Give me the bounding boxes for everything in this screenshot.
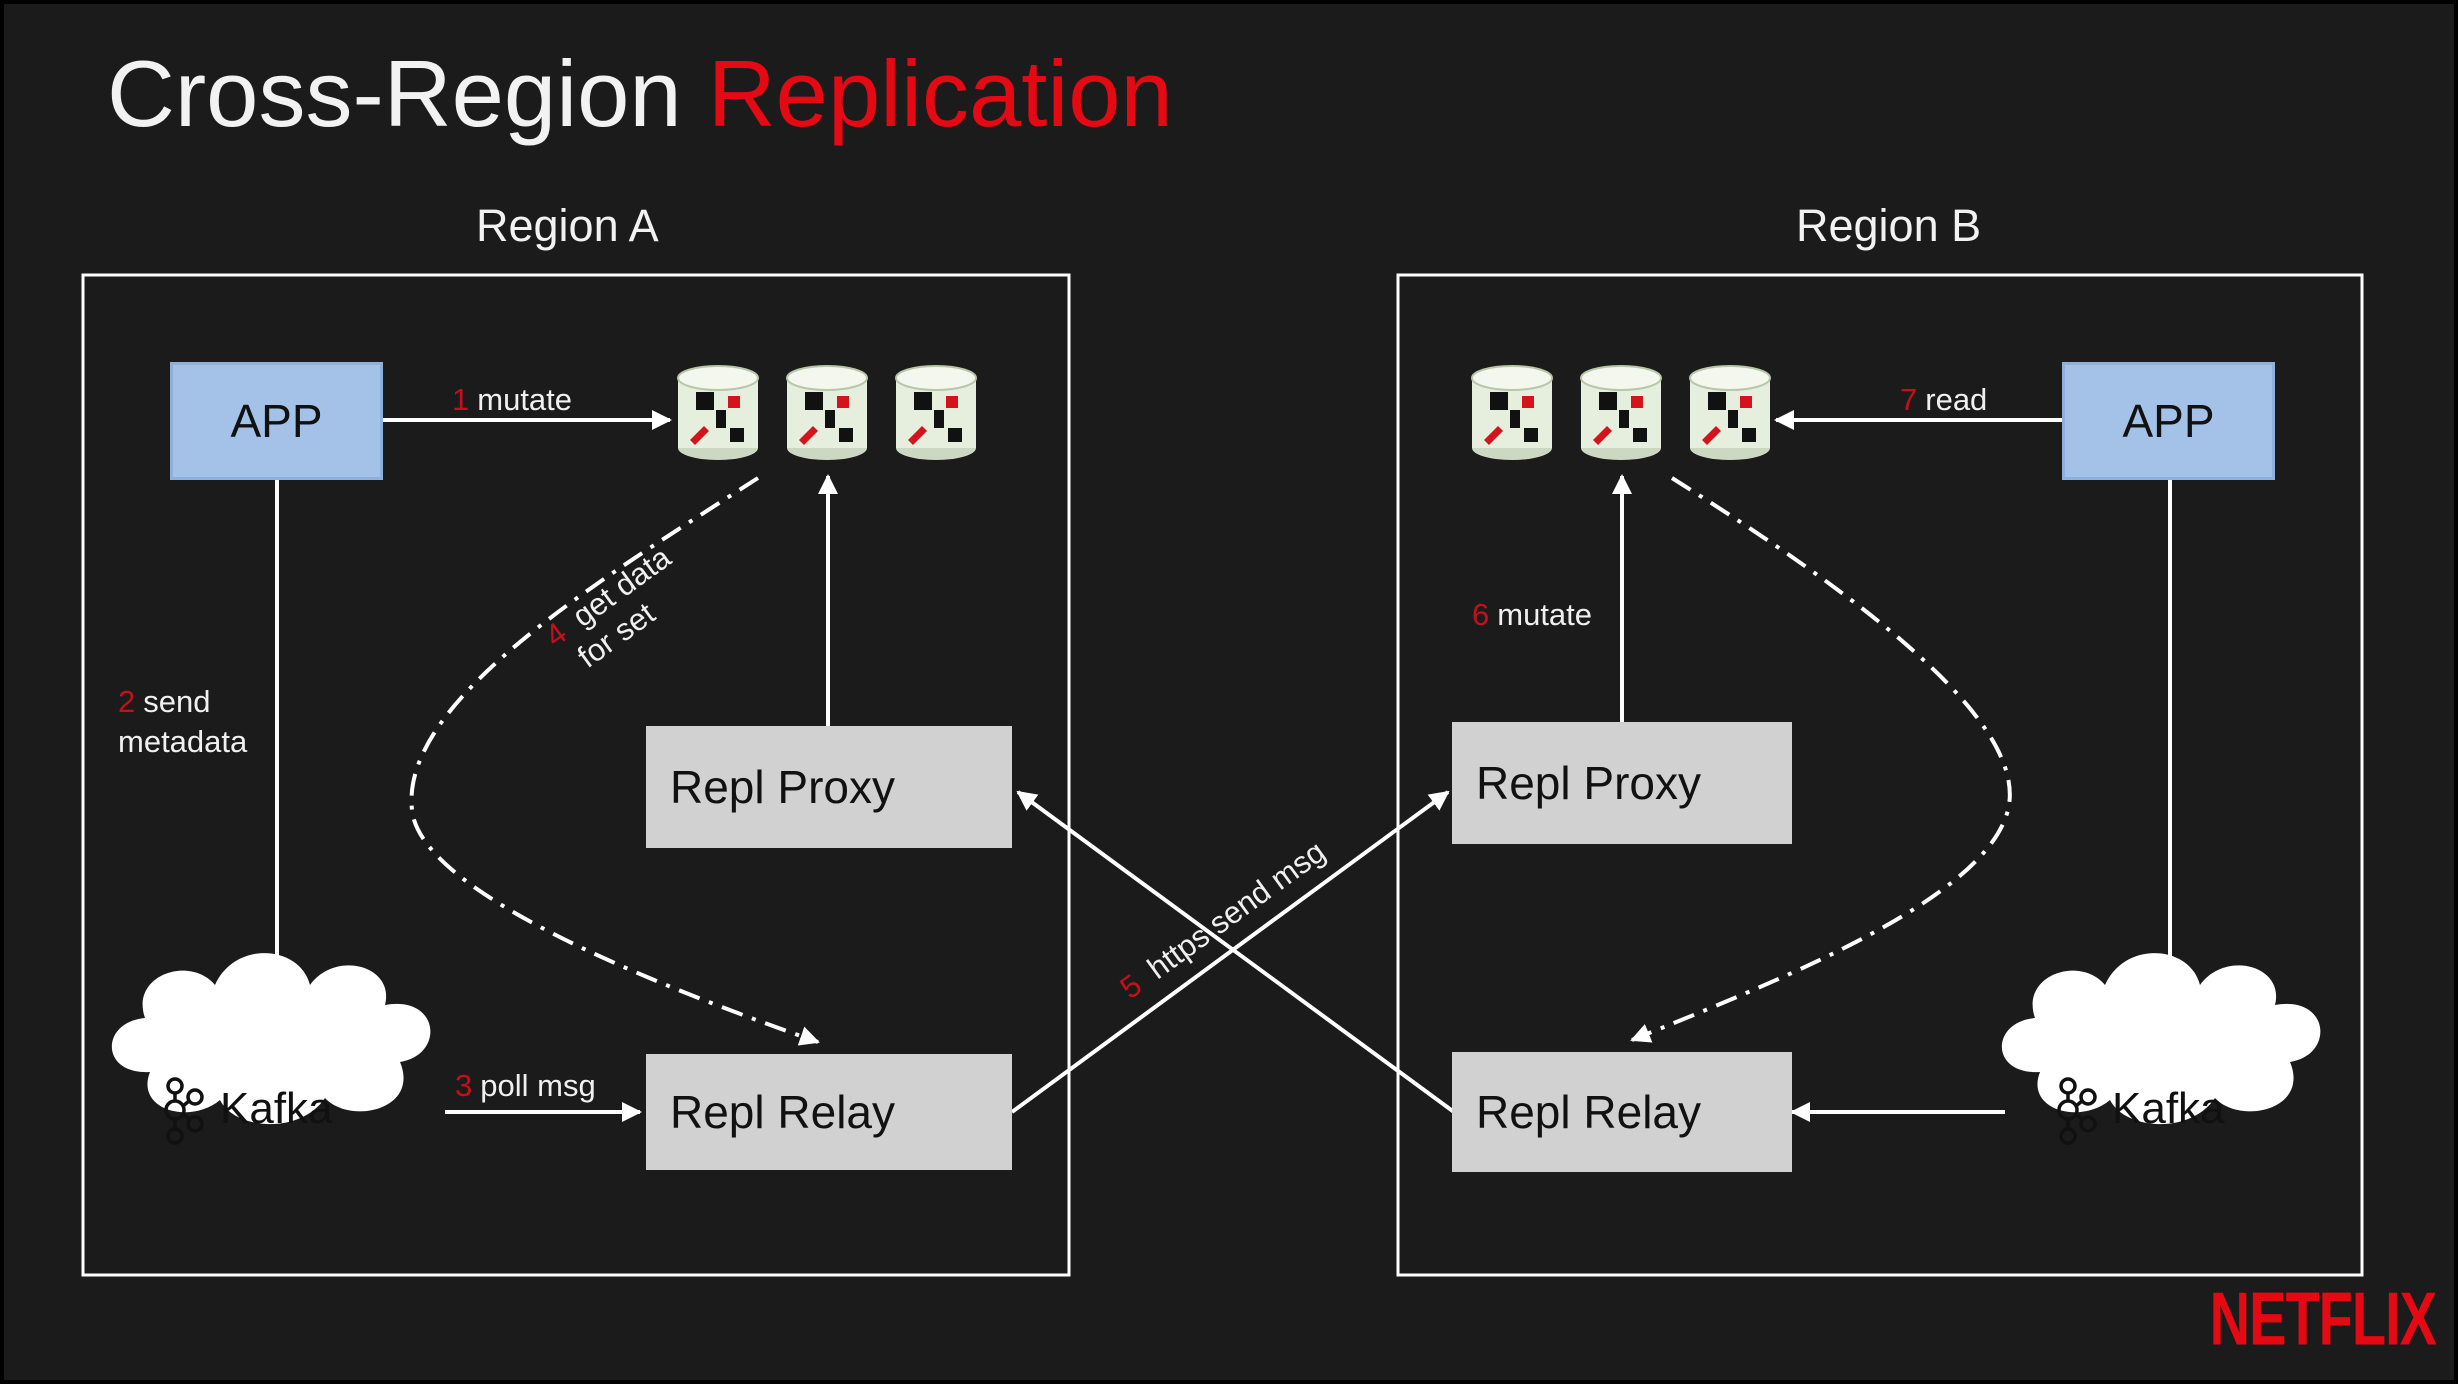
database-cylinder-icon xyxy=(895,365,977,461)
region-b-frame xyxy=(1396,273,2364,1277)
step-7-text: read xyxy=(1925,382,1988,417)
database-cylinder-icon xyxy=(786,365,868,461)
region-a-label: Region A xyxy=(476,200,659,251)
step-3-number: 3 xyxy=(455,1068,473,1103)
title-part-1: Cross-Region xyxy=(107,41,682,146)
region-a-repl-proxy-box: Repl Proxy xyxy=(646,726,1012,848)
arrow-5-https-send-msg xyxy=(1010,790,1450,1114)
arrow-b-db-to-relay-dashed xyxy=(1630,476,2012,1043)
database-cylinder-icon xyxy=(677,365,759,461)
page-title: Cross-Region Replication xyxy=(107,40,1173,148)
region-b-repl-relay-box: Repl Relay xyxy=(1452,1052,1792,1172)
step-2-line2: metadata xyxy=(118,724,248,760)
region-b-repl-proxy-box: Repl Proxy xyxy=(1452,722,1792,844)
region-b-app-box: APP xyxy=(2062,362,2275,480)
database-cylinder-icon xyxy=(1689,365,1771,461)
arrow-4-get-data-for-set xyxy=(409,476,820,1046)
database-cylinder-icon xyxy=(1580,365,1662,461)
step-2-number: 2 xyxy=(118,684,136,719)
step-2-line1: send xyxy=(143,684,211,719)
region-a-frame xyxy=(81,273,1071,1277)
title-part-2: Replication xyxy=(707,41,1173,146)
region-b-label: Region B xyxy=(1796,200,1982,251)
svg-text:5 https send msg: 5 https send msg xyxy=(1114,834,1332,1006)
step-6-number: 6 xyxy=(1472,597,1490,632)
region-a-kafka-label: Kafka xyxy=(220,1084,333,1133)
arrow-b-relay-to-a-proxy xyxy=(1016,790,1456,1114)
region-a-kafka-cloud xyxy=(111,953,431,1125)
step-5-text: https send msg xyxy=(1141,834,1332,986)
region-b-kafka-cloud xyxy=(2001,953,2321,1125)
region-a-database-icons xyxy=(677,365,977,461)
region-a-repl-relay-box: Repl Relay xyxy=(646,1054,1012,1170)
step-3-text: poll msg xyxy=(480,1068,596,1103)
netflix-logo: NETFLIX xyxy=(2209,1275,2437,1361)
step-5-number: 5 xyxy=(1114,967,1149,1005)
region-a-app-box: APP xyxy=(170,362,383,480)
region-b-database-icons xyxy=(1471,365,1771,461)
database-cylinder-icon xyxy=(1471,365,1553,461)
step-6-text: mutate xyxy=(1497,597,1593,632)
step-5-label: 5 https send msg xyxy=(1114,834,1332,1006)
region-b-kafka-label: Kafka xyxy=(2112,1084,2225,1133)
step-1-number: 1 xyxy=(452,382,470,417)
step-7-number: 7 xyxy=(1900,382,1918,417)
step-1-text: mutate xyxy=(477,382,573,417)
step-4-number: 4 xyxy=(539,615,574,653)
